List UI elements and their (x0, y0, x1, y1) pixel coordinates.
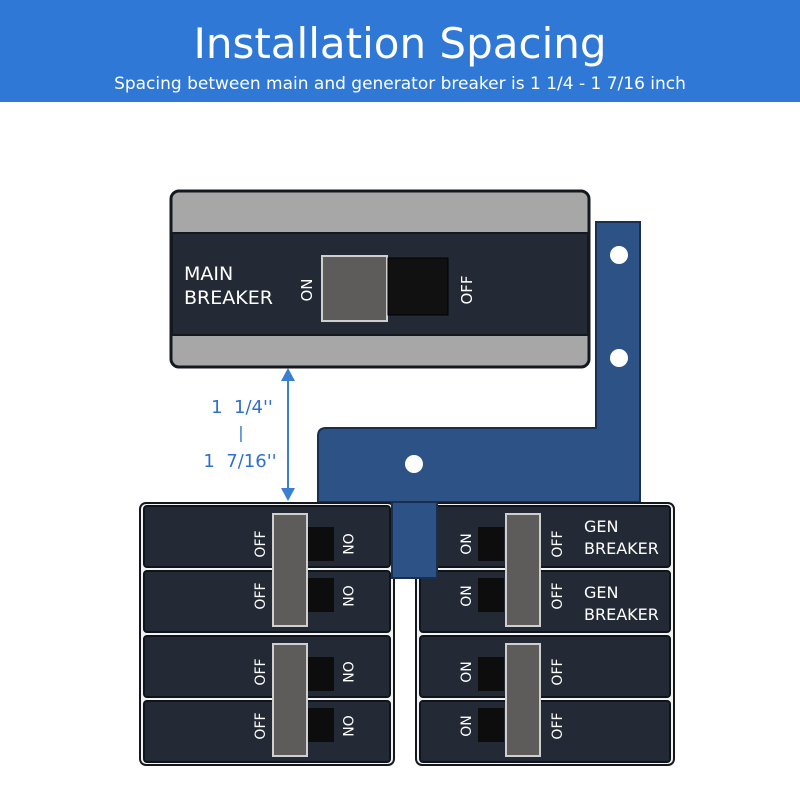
gen-breaker-handle[interactable] (505, 513, 541, 627)
breaker-off-tab (308, 657, 334, 691)
breaker-off-tab (308, 708, 334, 742)
off-label: OFF (253, 712, 269, 739)
main-breaker-label: MAIN (184, 263, 233, 285)
gen-breaker-label: GEN (584, 517, 618, 536)
spacing-dimension: 1 1/4'' | 1 7/16'' (203, 368, 295, 501)
breaker-off-tab (478, 708, 504, 742)
breaker-slot (419, 700, 671, 763)
main-off-label: OFF (458, 275, 476, 304)
off-label: OFF (550, 712, 566, 739)
off-label: OFF (550, 530, 566, 557)
breaker-off-tab (308, 578, 334, 612)
bracket-hole (610, 246, 628, 264)
off-label: OFF (253, 582, 269, 609)
breaker-off-tab (308, 527, 334, 561)
on-label: ON (339, 715, 355, 737)
gen-breaker-label: BREAKER (584, 605, 659, 624)
left-breaker-panel: OFF ON OFF ON OFF ON OFF ON (139, 502, 395, 766)
on-label: ON (459, 661, 475, 683)
on-label: ON (339, 661, 355, 683)
breaker-slot (419, 635, 671, 698)
right-breaker-panel: ON OFF ON OFF GEN BREAKER GEN BREAKER ON… (415, 502, 675, 766)
main-breaker-label: BREAKER (184, 287, 273, 309)
spacing-max-label: 1 7/16'' (203, 451, 276, 472)
breaker-off-tab (478, 657, 504, 691)
main-breaker: MAIN BREAKER ON OFF (169, 189, 591, 369)
gen-breaker-label: GEN (584, 583, 618, 602)
on-label: ON (459, 715, 475, 737)
off-label: OFF (253, 530, 269, 557)
page-title: Installation Spacing (193, 19, 607, 68)
on-label: ON (339, 585, 355, 607)
bracket-hole (610, 349, 628, 367)
gen-breaker-label: BREAKER (584, 539, 659, 558)
bracket-tab (391, 501, 438, 579)
breaker-handle[interactable] (272, 643, 308, 757)
spacing-min-label: 1 1/4'' (211, 397, 273, 418)
breaker-off-tab (478, 578, 504, 612)
main-on-label: ON (298, 278, 316, 301)
off-label: OFF (253, 658, 269, 685)
off-label: OFF (550, 658, 566, 685)
on-label: ON (459, 533, 475, 555)
breaker-handle[interactable] (272, 513, 308, 627)
page-subtitle: Spacing between main and generator break… (114, 74, 686, 94)
breaker-off-tab (478, 527, 504, 561)
header-banner (0, 0, 800, 102)
off-label: OFF (550, 582, 566, 609)
on-label: ON (339, 533, 355, 555)
main-breaker-handle[interactable] (321, 255, 388, 322)
arrow-down-head (281, 488, 295, 501)
spacing-separator: | (238, 423, 243, 442)
on-label: ON (459, 585, 475, 607)
main-breaker-off-side (387, 257, 449, 316)
bracket-hole (405, 455, 423, 473)
arrow-up-head (281, 368, 295, 381)
breaker-handle[interactable] (505, 643, 541, 757)
